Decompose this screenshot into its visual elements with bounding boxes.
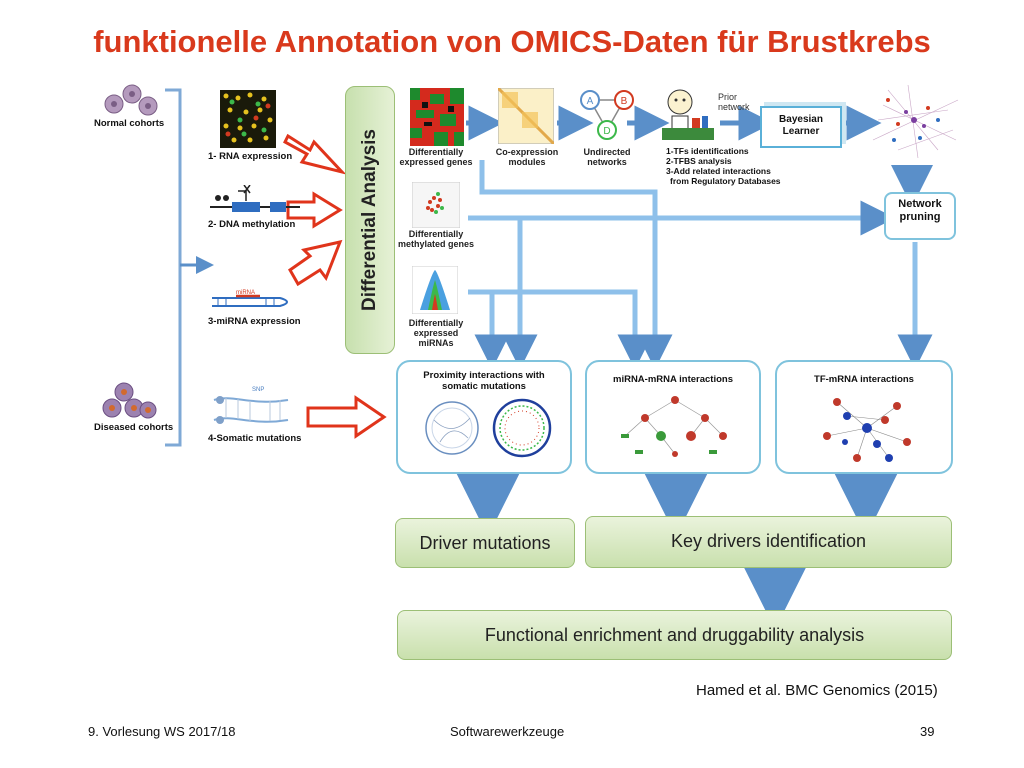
somatic-mutations-label: 4-Somatic mutations xyxy=(208,433,302,444)
tf-mrna-panel: TF-mRNA interactions xyxy=(775,360,953,474)
normal-cohorts-label: Normal cohorts xyxy=(94,118,165,129)
driver-mutations-box: Driver mutations xyxy=(395,518,575,568)
tf-step-2: 2-TFBS analysis xyxy=(666,156,732,166)
rna-expression-label: 1- RNA expression xyxy=(208,151,293,162)
snp-tag: SNP xyxy=(252,387,265,393)
functional-enrichment-box: Functional enrichment and druggability a… xyxy=(397,610,952,660)
dna-methylation-icon xyxy=(210,185,300,212)
mirna-mrna-title: miRNA-mRNA interactions xyxy=(613,374,733,385)
methylation-scatter-image xyxy=(412,182,460,228)
diseased-cohorts-label: Diseased cohorts xyxy=(94,422,174,433)
circos-plots-image xyxy=(425,398,552,458)
node-b-label: B xyxy=(621,96,628,107)
differential-analysis-label: Differential Analysis xyxy=(359,129,380,311)
red-arrow-mirna xyxy=(288,239,343,287)
red-arrow-rna xyxy=(283,133,347,175)
mirna-tag: miRNA xyxy=(236,290,255,296)
dmg-label: Differentially methylated genes xyxy=(397,229,475,249)
footer-title: Softwarewerkzeuge xyxy=(450,724,565,739)
footer-course: 9. Vorlesung WS 2017/18 xyxy=(88,724,236,739)
slide-title: funktionelle Annotation von OMICS-Daten … xyxy=(93,24,931,59)
dem-label: Differentially expressed miRNAs xyxy=(408,318,464,348)
network-hairball-image xyxy=(872,84,959,159)
undirected-label: Undirected networks xyxy=(583,147,631,167)
node-d-label: D xyxy=(603,126,610,137)
tf-mrna-title: TF-mRNA interactions xyxy=(814,374,914,385)
normal-cells-icon xyxy=(104,84,158,116)
deg-label: Differentially expressed genes xyxy=(399,147,473,167)
proximity-title: Proximity interactions with somatic muta… xyxy=(423,370,545,392)
tf-step-3: 3-Add related interactions xyxy=(666,166,771,176)
tf-step-1: 1-TFs identifications xyxy=(666,146,749,156)
tf-mrna-graph-image xyxy=(823,398,911,462)
bayesian-learner-box: Bayesian Learner xyxy=(760,106,842,148)
heatmap-deg-image xyxy=(410,88,464,146)
tf-step-4: from Regulatory Databases xyxy=(670,176,781,186)
driver-mutations-label: Driver mutations xyxy=(419,532,551,553)
tf-steps-list: 1-TFs identifications 2-TFBS analysis 3-… xyxy=(666,146,781,186)
dna-methylation-label: 2- DNA methylation xyxy=(208,219,296,230)
page-number: 39 xyxy=(920,724,935,739)
coexpression-matrix-image xyxy=(498,88,554,144)
network-pruning-box: Network pruning xyxy=(884,192,956,240)
undirected-network-icon: A B D xyxy=(580,90,634,140)
proximity-panel: Proximity interactions with somatic muta… xyxy=(396,360,572,474)
red-arrow-somatic xyxy=(306,395,387,439)
diseased-cells-icon xyxy=(102,382,157,419)
bayesian-learner-label: Bayesian Learner xyxy=(779,114,823,137)
researcher-icon xyxy=(662,89,714,140)
mirna-expression-label: 3-miRNA expression xyxy=(208,316,301,327)
rna-microarray-image xyxy=(220,90,276,148)
functional-enrichment-label: Functional enrichment and druggability a… xyxy=(484,624,865,645)
differential-analysis-bar: Differential Analysis xyxy=(345,86,395,354)
mirna-mrna-graph-image xyxy=(621,396,727,457)
citation: Hamed et al. BMC Genomics (2015) xyxy=(696,682,938,699)
coexpression-label: Co-expression modules xyxy=(495,147,559,167)
prior-network-label: Prior network xyxy=(718,92,750,112)
somatic-snp-icon xyxy=(213,396,289,424)
red-arrow-dna xyxy=(286,191,343,229)
volcano-plot-image xyxy=(412,266,458,314)
mirna-hairpin-icon xyxy=(212,294,288,307)
key-drivers-box: Key drivers identification xyxy=(585,516,952,568)
mirna-mrna-panel: miRNA-mRNA interactions xyxy=(585,360,761,474)
red-arrows xyxy=(283,133,387,439)
network-pruning-label: Network pruning xyxy=(898,198,942,223)
key-drivers-label: Key drivers identification xyxy=(670,531,867,551)
node-a-label: A xyxy=(587,96,594,107)
